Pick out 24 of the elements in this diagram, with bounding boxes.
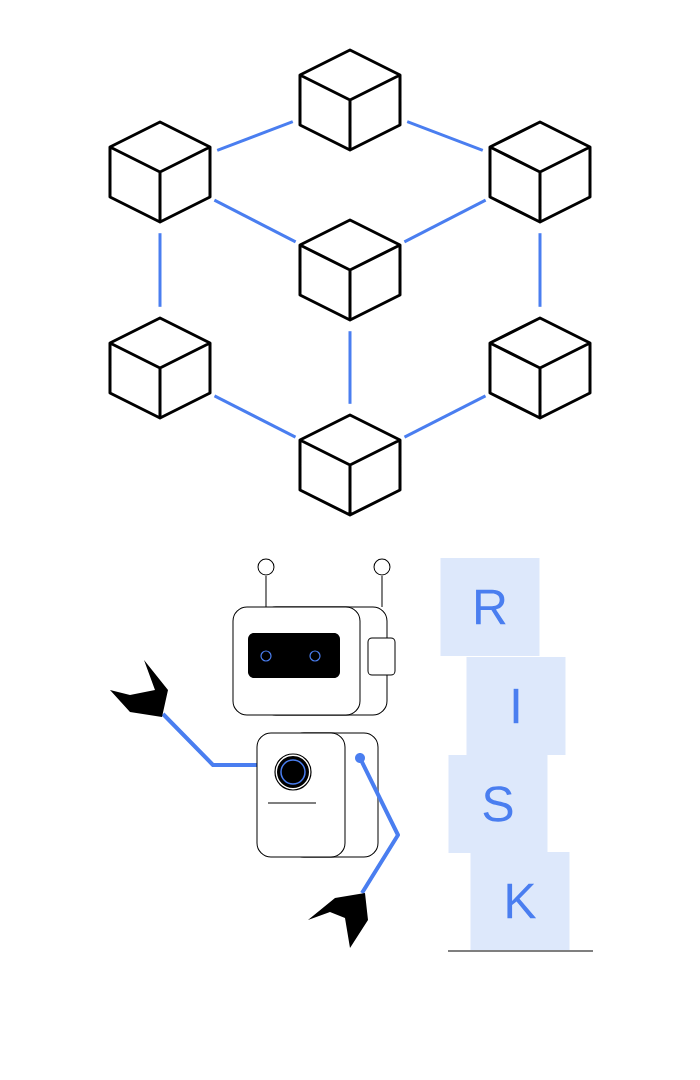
cube-icon xyxy=(298,413,402,517)
letter-block: I xyxy=(466,657,566,755)
letter-block: K xyxy=(470,852,570,950)
connector-line xyxy=(406,120,484,152)
letter-block: S xyxy=(448,755,548,853)
connector-line xyxy=(213,394,297,439)
cube-icon xyxy=(298,218,402,322)
connector-line xyxy=(213,198,297,244)
connector-line xyxy=(538,233,542,307)
connector-line xyxy=(158,233,162,307)
connector-line xyxy=(216,120,294,152)
cube-icon xyxy=(488,120,592,224)
node-label: R xyxy=(476,589,506,625)
node-label: K xyxy=(507,883,537,919)
cube-icon xyxy=(298,48,402,152)
node-label: I xyxy=(513,688,519,724)
node-label: S xyxy=(483,786,513,822)
cube-icon xyxy=(108,316,212,420)
cube-icon xyxy=(488,316,592,420)
cube-icon xyxy=(108,120,212,224)
connector-line xyxy=(403,394,487,439)
connector-line xyxy=(403,198,487,244)
letter-block: R xyxy=(440,558,540,656)
connector-line xyxy=(348,331,352,404)
